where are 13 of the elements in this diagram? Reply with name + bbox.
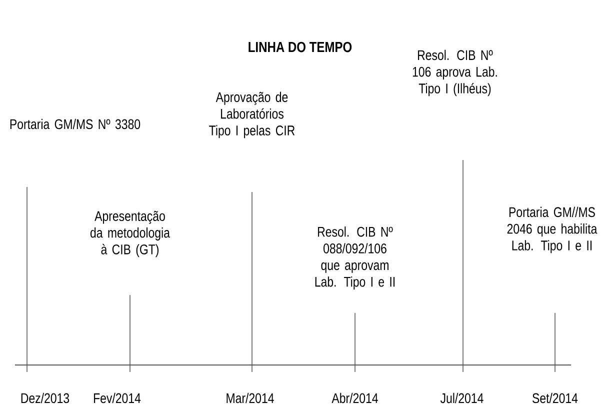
event-label: Apresentação da metodologia à CIB (GT) bbox=[90, 210, 170, 258]
date-label: Set/2014 bbox=[532, 392, 578, 404]
event-label: Portaria GM//MS 2046 que habilita Lab. Tipo I e II bbox=[507, 206, 598, 254]
event-label: Portaria GM/MS Nº 3380 bbox=[10, 118, 140, 130]
event-label: Resol. CIB Nº 088/092/106 que aprovam Lab. Tipo I e II bbox=[315, 226, 395, 290]
date-label: Fev/2014 bbox=[94, 392, 141, 404]
event-label: Resol. CIB Nº 106 aprova Lab. Tipo I (Ilhéus) bbox=[412, 50, 497, 96]
title: LINHA DO TEMPO bbox=[248, 42, 352, 52]
date-label: Mar/2014 bbox=[226, 392, 274, 404]
date-label: Dez/2013 bbox=[21, 392, 70, 404]
event-label: Aprovação de Laboratórios Tipo I pelas CIR bbox=[209, 92, 295, 138]
date-label: Abr/2014 bbox=[332, 392, 378, 404]
date-label: Jul/2014 bbox=[440, 392, 484, 404]
